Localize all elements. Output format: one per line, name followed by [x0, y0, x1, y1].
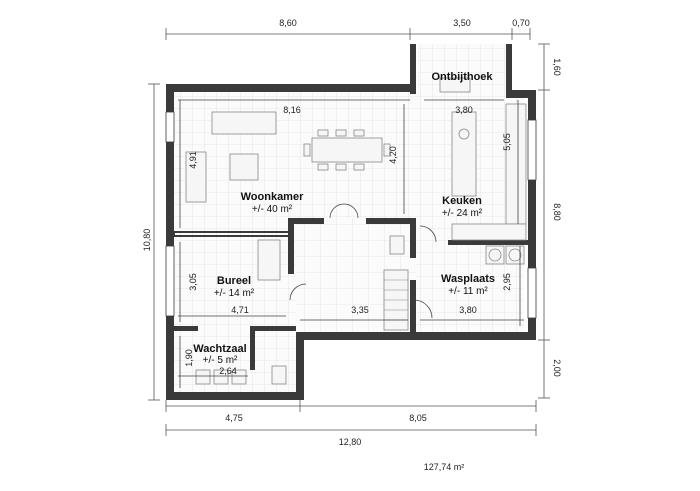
dim-right-top: 1,60	[552, 58, 562, 76]
dim-hall-width: 3,35	[351, 305, 369, 315]
dim-right-mid: 8,80	[552, 203, 562, 221]
room-area-woonkamer: +/- 40 m²	[252, 204, 293, 215]
dim-bottom-right: 8,05	[409, 413, 427, 423]
dim-top-mid: 3,50	[453, 18, 471, 28]
walls	[166, 44, 536, 400]
room-area-bureel: +/- 14 m²	[214, 288, 255, 299]
dim-left: 10,80	[142, 229, 152, 252]
dim-wasplaats-width: 3,80	[459, 305, 477, 315]
dim-bureel-width: 4,71	[231, 305, 249, 315]
room-area-wasplaats: +/- 11 m²	[448, 286, 488, 297]
dim-woonkamer-height: 4,91	[188, 151, 198, 169]
room-name-woonkamer: Woonkamer	[241, 191, 304, 203]
dim-top-left: 8,60	[279, 18, 297, 28]
dimension-lines	[148, 28, 550, 436]
room-name-wachtzaal: Wachtzaal	[193, 343, 246, 355]
room-name-bureel: Bureel	[217, 275, 251, 287]
room-area-wachtzaal: +/- 5 m²	[203, 355, 238, 366]
total-area: 127,74 m²	[424, 462, 465, 472]
dim-wachtzaal-height: 1,90	[184, 349, 194, 367]
dim-keuken-height: 5,05	[502, 133, 512, 151]
overall-dimension-labels: 8,60 3,50 0,70 1,60 8,80 2,00 10,80 4,75…	[142, 18, 562, 447]
dim-ontbijthoek: 3,80	[455, 105, 473, 115]
dim-top-right: 0,70	[512, 18, 530, 28]
room-name-wasplaats: Wasplaats	[441, 273, 495, 285]
dim-woonkamer-inner: 4,20	[388, 146, 398, 164]
dim-wasplaats-height: 2,95	[502, 273, 512, 291]
dim-bottom-total: 12,80	[339, 437, 362, 447]
room-area-keuken: +/- 24 m²	[442, 208, 483, 219]
room-name-keuken: Keuken	[442, 195, 482, 207]
room-name-ontbijthoek: Ontbijthoek	[431, 71, 493, 83]
dim-woonkamer-width: 8,16	[283, 105, 301, 115]
room-labels: Ontbijthoek 3,80 Woonkamer +/- 40 m² 8,1…	[184, 71, 512, 376]
dim-bureel-height: 3,05	[188, 273, 198, 291]
dim-bottom-left: 4,75	[225, 413, 243, 423]
dim-wachtzaal-width: 2,64	[219, 366, 237, 376]
furniture	[165, 77, 537, 385]
dim-right-bottom: 2,00	[552, 359, 562, 377]
